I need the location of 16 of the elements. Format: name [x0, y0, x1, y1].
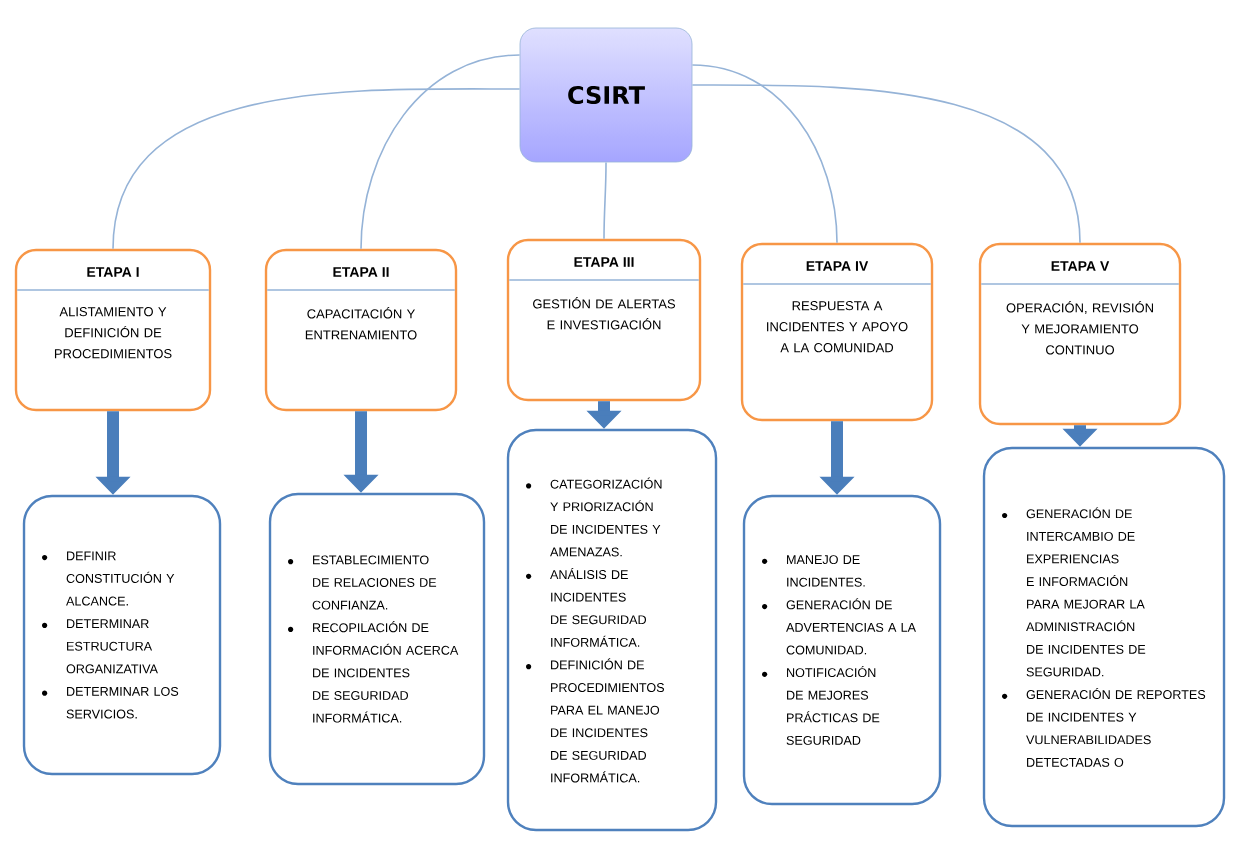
stage-box [264, 248, 458, 412]
stage-box [506, 238, 702, 402]
list-box [22, 494, 222, 776]
list-box [982, 446, 1226, 828]
stage-box [14, 248, 212, 412]
stage-box [978, 242, 1182, 426]
stage-box [740, 242, 934, 422]
list-box [742, 494, 942, 806]
root-box: CSIRT [519, 27, 693, 163]
connector-line [112, 88, 521, 250]
connector-line [603, 161, 607, 240]
connector-line [691, 84, 1081, 244]
connector-line [360, 54, 521, 250]
list-box [268, 492, 486, 786]
list-box [506, 428, 718, 832]
connector-line [691, 64, 838, 244]
